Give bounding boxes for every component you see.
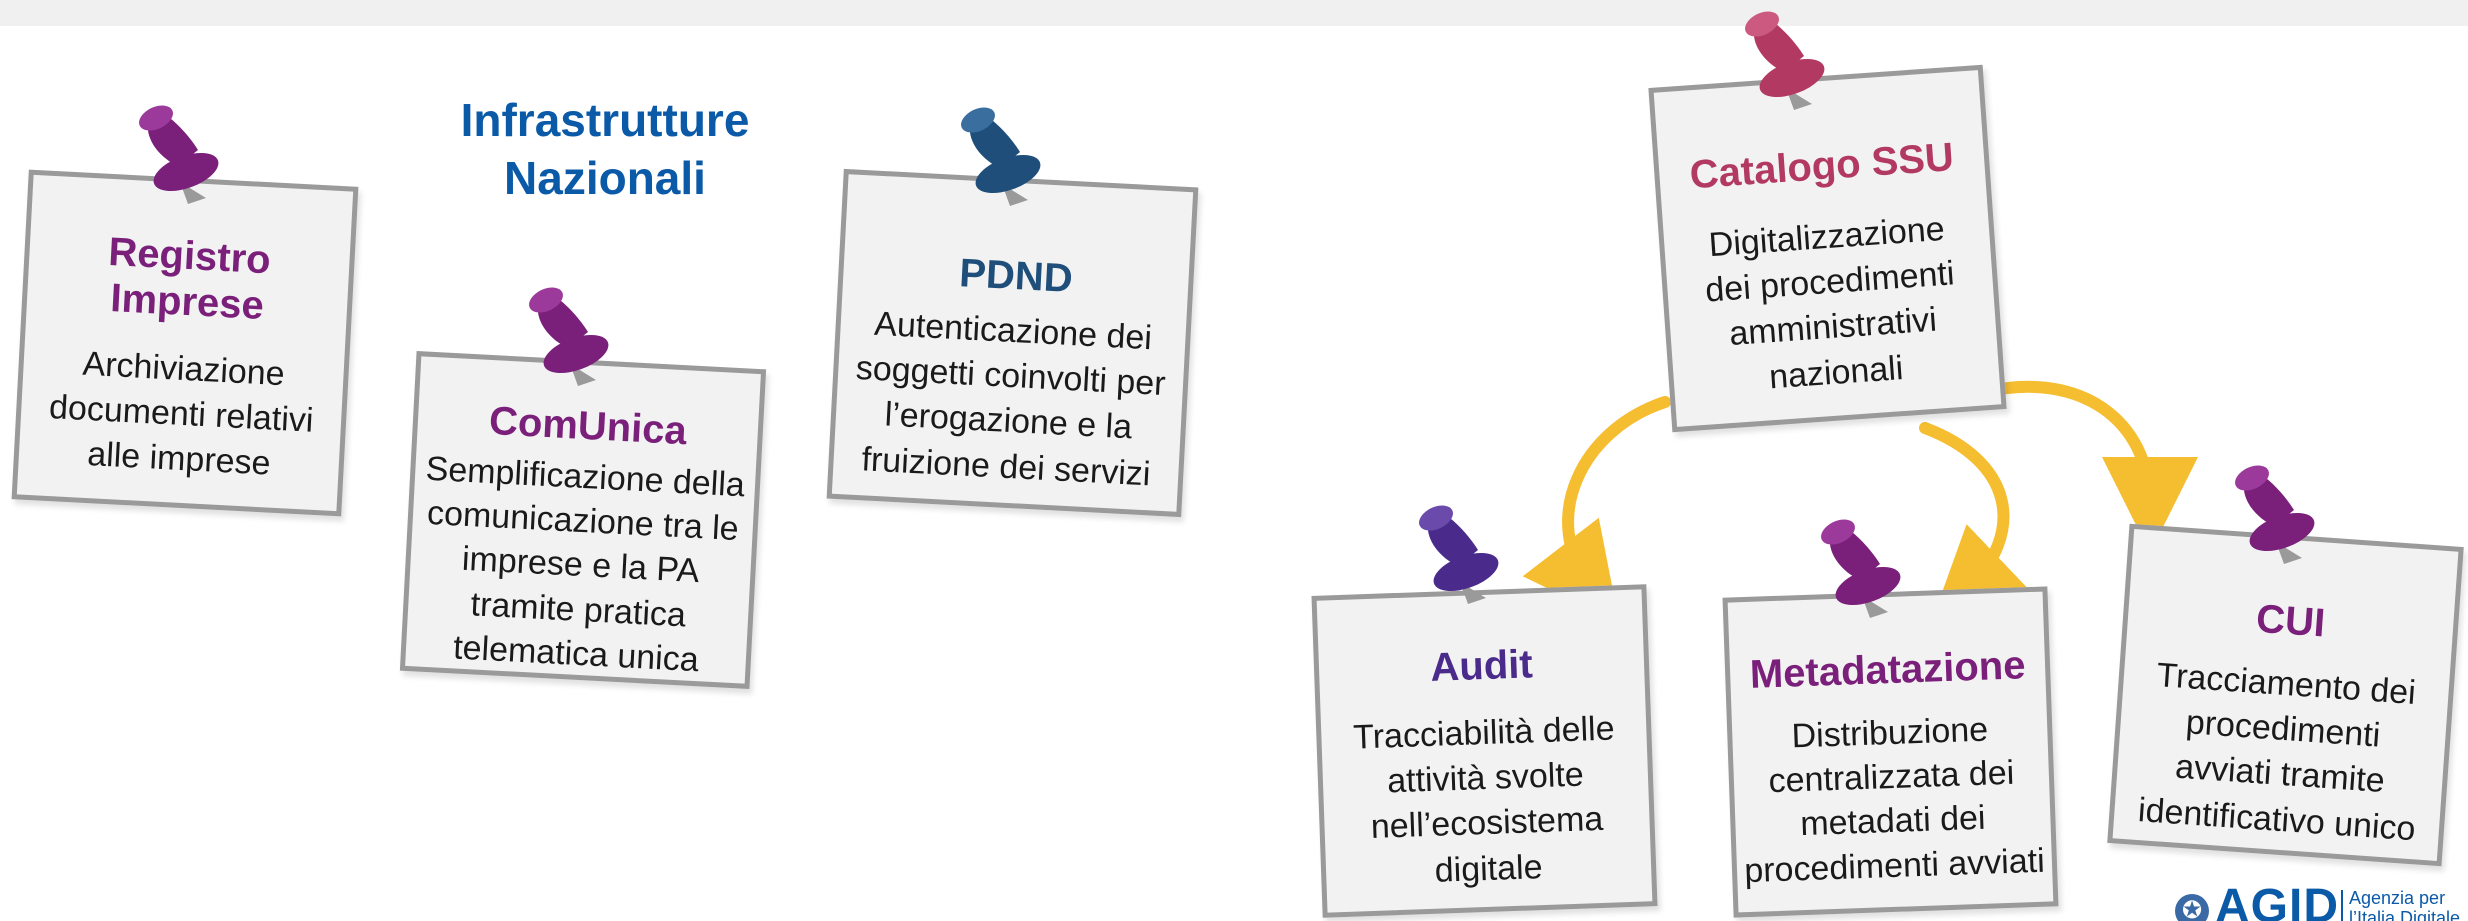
pushpin-icon — [1821, 519, 1901, 618]
note-description: Digitalizzazione dei procedimenti ammini… — [1663, 204, 2000, 407]
note-title: PDND — [958, 251, 1074, 302]
note-catalogo-ssu: Catalogo SSU Digitalizzazione dei proced… — [1648, 64, 2007, 433]
agid-logo: ✪ AGID Agenzia per l’Italia Digitale — [2175, 886, 2468, 921]
note-metadatazione: Metadatazione Distribuzione centralizzat… — [1722, 586, 2059, 918]
page-heading: Infrastrutture Nazionali — [420, 92, 790, 207]
note-description: Semplificazione della comunicazione tra … — [405, 446, 756, 684]
note-description: Distribuzione centralizzata dei metadati… — [1732, 706, 2053, 894]
emblem-icon: ✪ — [2175, 894, 2209, 921]
logo-separator — [2341, 890, 2343, 921]
arrow-catalogo-metadatazione — [1919, 422, 2033, 626]
heading-line-1: Infrastrutture — [460, 94, 750, 146]
arrow-catalogo-cui — [1979, 380, 2198, 553]
top-bar — [0, 0, 2468, 26]
logo-brand: AGID — [2215, 886, 2339, 921]
note-description: Tracciabilità delle attività svolte nell… — [1321, 705, 1652, 897]
note-title: Metadatazione — [1749, 643, 2027, 697]
pushpin-icon — [139, 105, 219, 204]
heading-line-2: Nazionali — [504, 151, 706, 204]
note-title: Audit — [1429, 642, 1534, 690]
pushpin-icon — [961, 107, 1041, 206]
note-cui: CUI Tracciamento dei procedimenti avviat… — [2107, 523, 2464, 867]
logo-subtitle: Agenzia per l’Italia Digitale — [2349, 888, 2460, 921]
pushpin-icon — [1745, 11, 1825, 110]
note-title: Registro Imprese — [107, 229, 272, 329]
pushpin-icon — [2235, 465, 2315, 564]
note-title: Catalogo SSU — [1688, 135, 1956, 198]
note-audit: Audit Tracciabilità delle attività svolt… — [1311, 584, 1658, 918]
note-description: Autenticazione dei soggetti coinvolti pe… — [833, 300, 1187, 499]
note-description: Tracciamento dei procedimenti avviati tr… — [2113, 651, 2450, 854]
logo-subtitle-line: Agenzia per — [2349, 888, 2446, 908]
note-description: Archiviazione documenti relativi alle im… — [18, 339, 345, 491]
note-pdnd: PDND Autenticazione dei soggetti coinvol… — [826, 168, 1199, 518]
note-comunica: ComUnica Semplificazione della comunicaz… — [399, 351, 767, 689]
note-title: CUI — [2254, 596, 2327, 646]
pushpin-icon — [1419, 505, 1499, 604]
arrow-catalogo-audit — [1522, 396, 1671, 624]
pushpin-icon — [529, 287, 609, 386]
logo-subtitle-line: l’Italia Digitale — [2349, 908, 2461, 921]
note-registro-imprese: Registro Imprese Archiviazione documenti… — [11, 169, 359, 517]
